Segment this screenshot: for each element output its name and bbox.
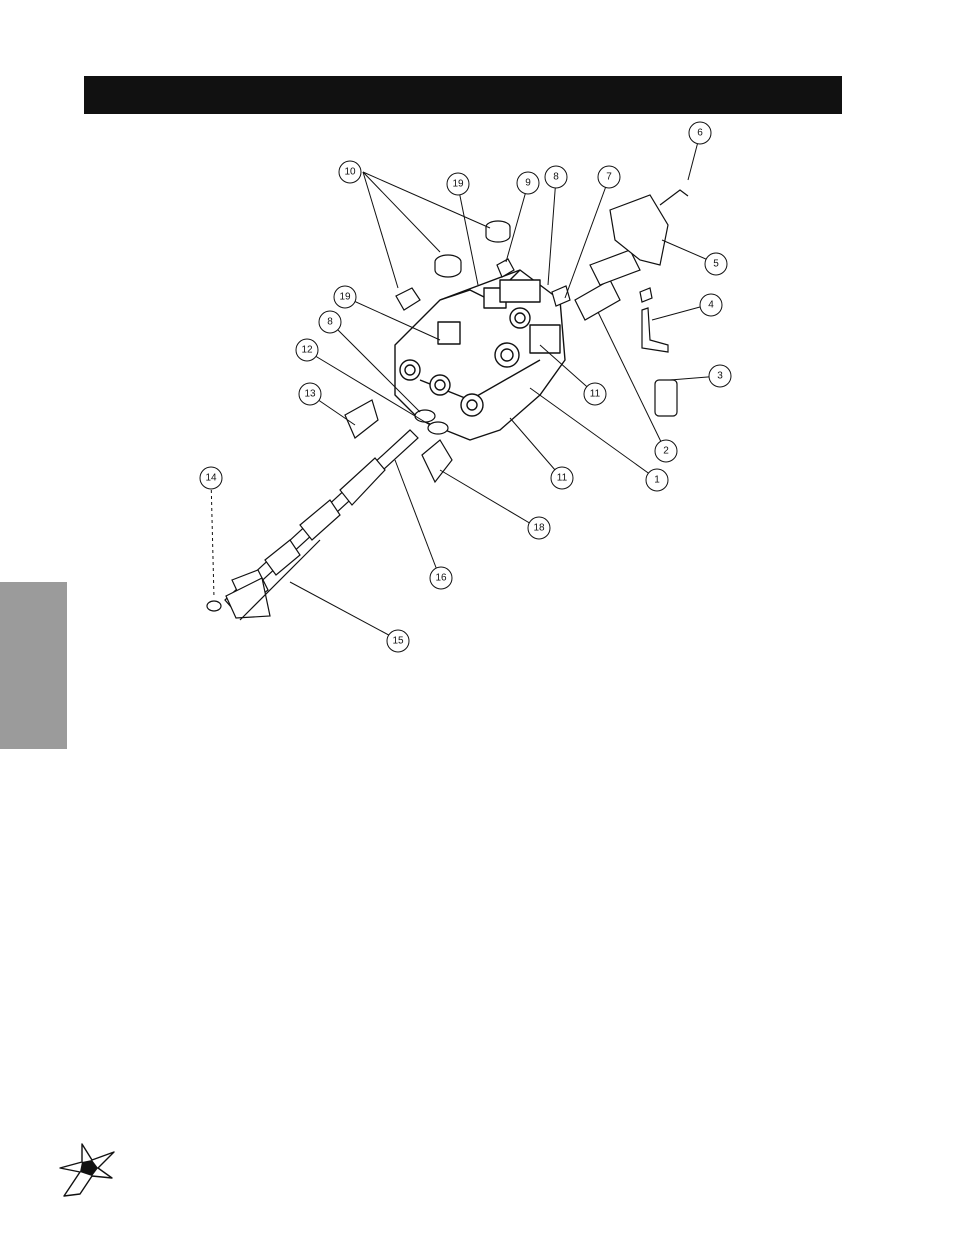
callout-8-top: 8 [553,172,559,183]
spool [207,430,418,620]
callout-6: 6 [697,128,703,139]
callout-18: 18 [533,523,545,534]
callout-16: 16 [435,573,447,584]
exploded-parts-diagram: 1 2 3 4 5 6 7 8 8 9 10 11 11 12 13 14 15… [180,115,780,665]
callout-5: 5 [713,259,719,270]
callout-2: 2 [663,446,669,457]
callout-1: 1 [654,475,660,486]
callout-19-left: 19 [339,292,351,303]
callout-12: 12 [301,345,313,356]
callout-11-upper: 11 [590,389,601,400]
side-tab [0,582,67,749]
callout-14: 14 [205,473,217,484]
header-bar [84,76,842,114]
callout-9: 9 [525,178,531,189]
callout-13: 13 [304,389,316,400]
callout-10: 10 [344,167,356,178]
callout-4: 4 [708,300,714,311]
star-burst-logo-icon [52,1138,122,1200]
callout-8-left: 8 [327,317,333,328]
callout-19-top: 19 [452,179,464,190]
callout-7: 7 [606,172,612,183]
callout-11-lower: 11 [557,473,568,484]
callout-15: 15 [392,636,404,647]
header-title [84,76,842,114]
callout-3: 3 [717,371,723,382]
